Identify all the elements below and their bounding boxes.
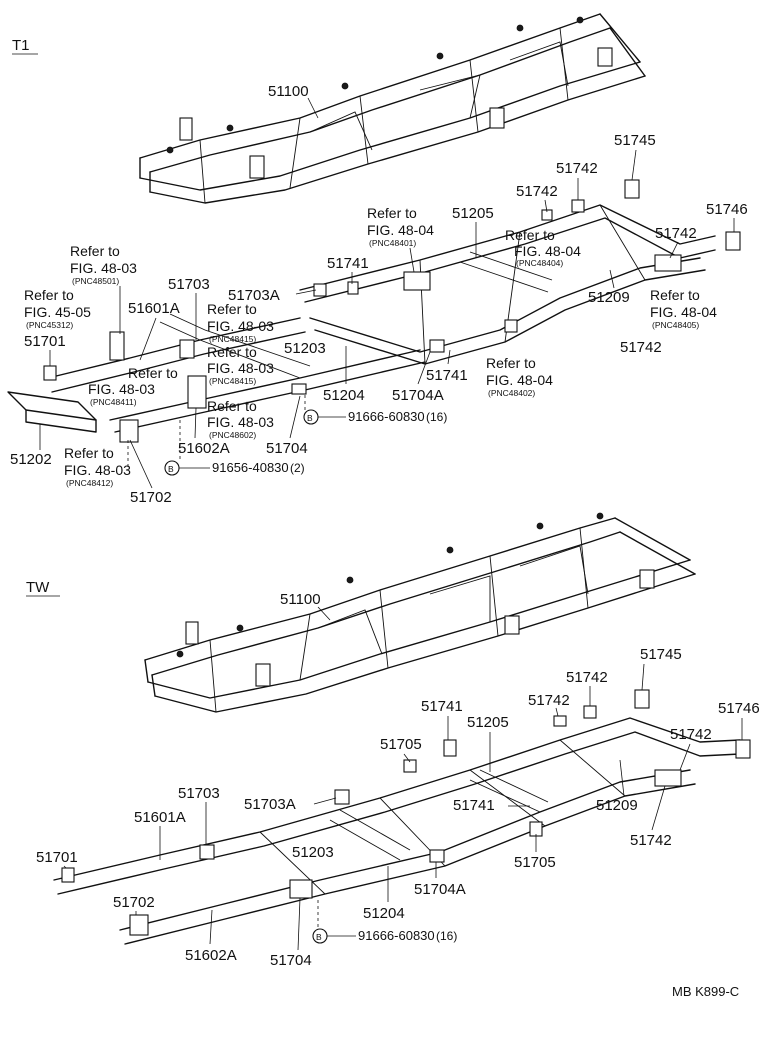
label-tw-51742-d: 51742 xyxy=(630,832,672,849)
tw-exploded-frame xyxy=(53,689,751,945)
t1-section: T1 51100 xyxy=(7,13,748,506)
ref-t1-1-title: Refer to xyxy=(367,205,417,221)
ref-t1-6-fig: FIG. 48-03 xyxy=(207,318,274,334)
label-t1-51100: 51100 xyxy=(268,83,309,100)
ref-t1-4-pnc: (PNC48501) xyxy=(72,276,119,286)
label-tw-51746: 51746 xyxy=(718,700,760,717)
label-t1-51745: 51745 xyxy=(614,132,656,149)
ref-t1-7-title: Refer to xyxy=(207,344,257,360)
label-tw-51704a: 51704A xyxy=(414,881,466,898)
ref-t1-5-pnc: (PNC45312) xyxy=(26,320,73,330)
ref-t1-9-title: Refer to xyxy=(207,398,257,414)
label-tw-51704: 51704 xyxy=(270,952,312,969)
ref-t1-3-pnc: (PNC48405) xyxy=(652,320,699,330)
label-t1-51742-b: 51742 xyxy=(516,183,558,200)
t1-exploded-front-frame xyxy=(7,313,426,470)
bolt-t1-91666: 91666-60830 xyxy=(348,409,425,424)
label-tw-51209: 51209 xyxy=(596,797,638,814)
label-tw-51701: 51701 xyxy=(36,849,78,866)
bolt-symbol-b-2: B xyxy=(168,464,174,474)
ref-t1-4-fig: FIG. 48-03 xyxy=(70,260,137,276)
label-tw-51703a: 51703A xyxy=(244,796,296,813)
ref-t1-10-fig: FIG. 48-04 xyxy=(486,372,553,388)
section-label-tw: TW xyxy=(26,579,50,596)
ref-t1-5-title: Refer to xyxy=(24,287,74,303)
label-t1-51742-c: 51742 xyxy=(655,225,697,242)
figure-code: MB K899-C xyxy=(672,984,739,999)
ref-t1-10-pnc: (PNC48402) xyxy=(488,388,535,398)
label-t1-51742-a: 51742 xyxy=(556,160,598,177)
label-tw-51741-a: 51741 xyxy=(421,698,463,715)
bolt-t1-91666-qty: (16) xyxy=(426,410,447,424)
label-t1-51204: 51204 xyxy=(323,387,365,404)
label-tw-51601a: 51601A xyxy=(134,809,186,826)
ref-t1-4-title: Refer to xyxy=(70,243,120,259)
ref-t1-9-fig: FIG. 48-03 xyxy=(207,414,274,430)
ref-t1-8-pnc: (PNC48411) xyxy=(90,397,137,407)
ref-t1-1-fig: FIG. 48-04 xyxy=(367,222,434,238)
ref-t1-9-pnc: (PNC48602) xyxy=(209,430,256,440)
label-tw-51702: 51702 xyxy=(113,894,155,911)
ref-t1-8-fig: FIG. 48-03 xyxy=(88,381,155,397)
t1-frame-assembly-drawing xyxy=(139,13,646,204)
ref-t1-6-pnc: (PNC48415) xyxy=(209,334,256,344)
label-tw-51205: 51205 xyxy=(467,714,509,731)
label-t1-51703: 51703 xyxy=(168,276,210,293)
ref-t1-3-fig: FIG. 48-04 xyxy=(650,304,717,320)
label-tw-51742-b: 51742 xyxy=(528,692,570,709)
label-t1-51602a: 51602A xyxy=(178,440,230,457)
label-tw-51742-c: 51742 xyxy=(670,726,712,743)
label-tw-51705-a: 51705 xyxy=(380,736,422,753)
label-t1-51742-d: 51742 xyxy=(620,339,662,356)
label-tw-51100: 51100 xyxy=(280,591,321,608)
ref-t1-11-pnc: (PNC48412) xyxy=(66,478,113,488)
ref-t1-7-fig: FIG. 48-03 xyxy=(207,360,274,376)
label-t1-51704a: 51704A xyxy=(392,387,444,404)
label-t1-51701: 51701 xyxy=(24,333,66,350)
ref-t1-8-title: Refer to xyxy=(128,365,178,381)
ref-t1-10-title: Refer to xyxy=(486,355,536,371)
label-t1-51203: 51203 xyxy=(284,340,326,357)
label-tw-51703: 51703 xyxy=(178,785,220,802)
bolt-t1-91656-qty: (2) xyxy=(290,461,305,475)
tw-frame-assembly-drawing xyxy=(144,512,696,713)
label-t1-51702: 51702 xyxy=(130,489,172,506)
label-t1-51209: 51209 xyxy=(588,289,630,306)
ref-t1-11-title: Refer to xyxy=(64,445,114,461)
t1-exploded-rear-frame xyxy=(299,179,741,365)
label-tw-51705-b: 51705 xyxy=(514,854,556,871)
label-t1-51703a: 51703A xyxy=(228,287,280,304)
label-t1-51704: 51704 xyxy=(266,440,308,457)
ref-t1-5-fig: FIG. 45-05 xyxy=(24,304,91,320)
section-label-t1: T1 xyxy=(12,37,30,54)
label-t1-51741-a: 51741 xyxy=(327,255,369,272)
label-tw-51602a: 51602A xyxy=(185,947,237,964)
label-tw-51204: 51204 xyxy=(363,905,405,922)
label-t1-51741-b: 51741 xyxy=(426,367,468,384)
ref-t1-2-title: Refer to xyxy=(505,227,555,243)
label-t1-51205: 51205 xyxy=(452,205,494,222)
bolt-symbol-b: B xyxy=(307,413,313,423)
ref-t1-6-title: Refer to xyxy=(207,301,257,317)
ref-t1-1-pnc: (PNC48401) xyxy=(369,238,416,248)
ref-t1-3-title: Refer to xyxy=(650,287,700,303)
label-tw-51742-a: 51742 xyxy=(566,669,608,686)
ref-t1-7-pnc: (PNC48415) xyxy=(209,376,256,386)
tw-section: TW 51100 xyxy=(26,512,760,969)
bolt-symbol-b-3: B xyxy=(316,932,322,942)
ref-t1-2-pnc: (PNC48404) xyxy=(516,258,563,268)
ref-t1-11-fig: FIG. 48-03 xyxy=(64,462,131,478)
label-t1-51746: 51746 xyxy=(706,201,748,218)
label-t1-51202: 51202 xyxy=(10,451,52,468)
label-tw-51203: 51203 xyxy=(292,844,334,861)
label-tw-51741-b: 51741 xyxy=(453,797,495,814)
label-tw-51745: 51745 xyxy=(640,646,682,663)
bolt-tw-91666: 91666-60830 xyxy=(358,928,435,943)
bolt-t1-91656: 91656-40830 xyxy=(212,460,289,475)
bolt-tw-91666-qty: (16) xyxy=(436,929,457,943)
label-t1-51601a: 51601A xyxy=(128,300,180,317)
ref-t1-2-fig: FIG. 48-04 xyxy=(514,243,581,259)
